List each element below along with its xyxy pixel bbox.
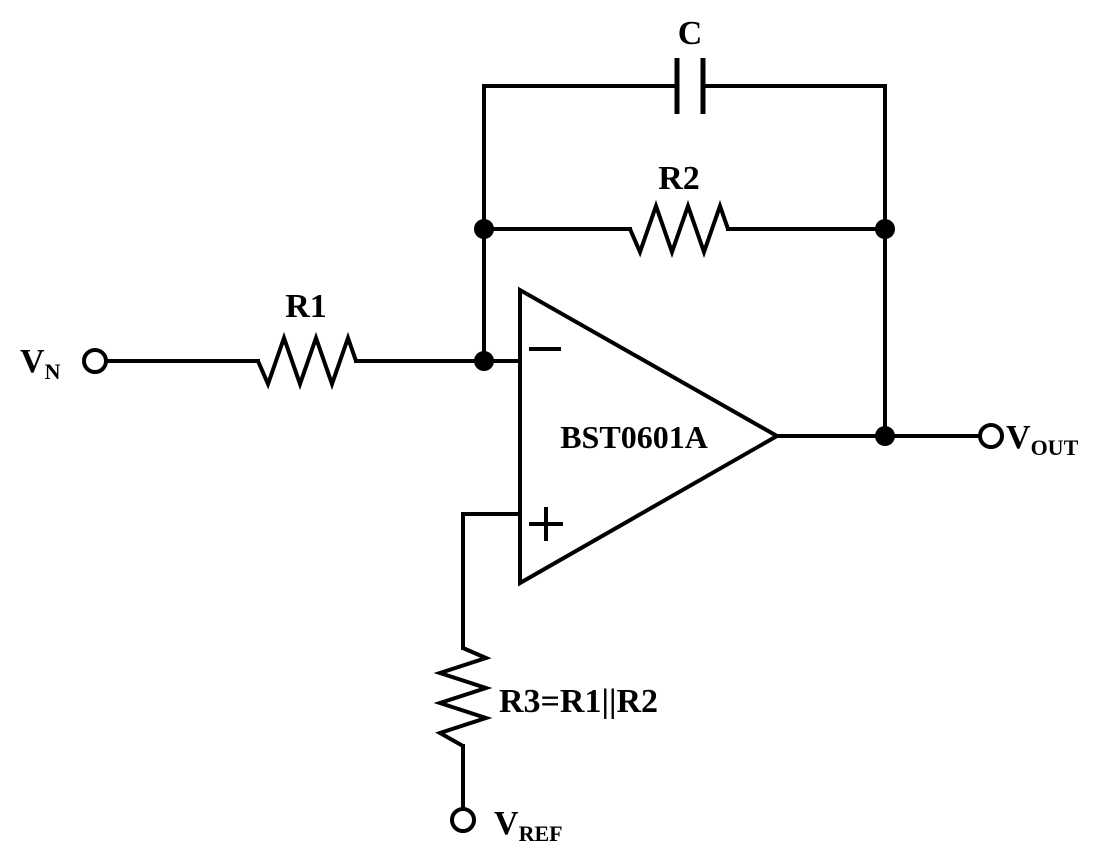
- capacitor-label: C: [678, 15, 703, 52]
- reference-terminal-label: VREF: [494, 805, 563, 846]
- feedback-resistor-r2: R2: [482, 160, 887, 259]
- junction-dot-feedback-right: [875, 219, 895, 239]
- input-terminal-label: VN: [20, 343, 61, 384]
- r1-resistor-symbol: [256, 331, 358, 391]
- r1-label: R1: [285, 288, 327, 325]
- capacitor-branch: C: [482, 15, 887, 231]
- r2-resistor-symbol: [628, 199, 730, 259]
- reference-terminal: [450, 807, 476, 833]
- opamp: BST0601A: [518, 286, 782, 587]
- bias-resistor-r3: R3=R1||R2: [433, 512, 658, 811]
- r2-label: R2: [658, 160, 700, 197]
- capacitor-wire-left: [482, 84, 679, 231]
- junction-dot-feedback-left: [474, 219, 494, 239]
- r3-resistor-symbol: [433, 646, 493, 748]
- output-terminal: [978, 423, 1004, 449]
- input-resistor-r1: R1: [105, 288, 522, 391]
- input-terminal: [82, 348, 108, 374]
- junction-dot-inverting-input: [474, 351, 494, 371]
- noninverting-input-wire: [461, 512, 522, 650]
- r3-label: R3=R1||R2: [499, 683, 658, 720]
- junction-dot-output: [875, 426, 895, 446]
- opamp-part-number: BST0601A: [560, 419, 708, 455]
- opamp-triangle: [518, 286, 782, 587]
- capacitor-wire-right: [701, 84, 887, 231]
- output-terminal-label: VOUT: [1006, 419, 1079, 460]
